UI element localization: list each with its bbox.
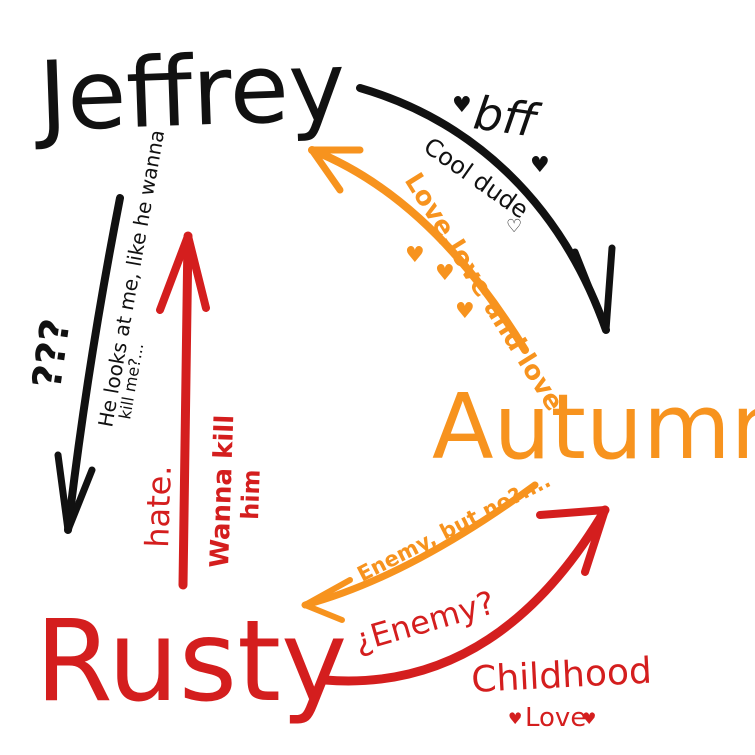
node-rusty: Rusty [35,597,347,727]
arrow-autumn-to-jeffrey [308,146,529,354]
label-hate: hate. [138,465,179,549]
arrow-jeffrey-to-autumn [356,84,616,334]
heart-icon: ♥ [530,153,550,178]
broken-heart-icon: ♥ [455,299,475,324]
label-enemy-but-no: Enemy, but no?.... [353,468,554,586]
label-wanna-kill: Wanna kill [205,414,240,568]
label-bff: bff [470,85,544,148]
broken-heart-icon: ♥ [405,243,425,268]
arrow-autumn-to-rusty [301,481,539,623]
label-childhood: Childhood [470,651,652,701]
node-jeffrey: Jeffrey [32,30,347,153]
arrow-rusty-to-jeffrey [156,231,210,590]
heart-icon: ♥ [508,709,522,728]
heart-icon: ♥ [582,709,596,728]
arrow-jeffrey-to-rusty [54,194,124,534]
heart-icon: ♥ [452,93,472,118]
label-question-marks: ??? [24,316,79,391]
heart-icon: ♡ [506,216,522,237]
broken-heart-icon: ♥ [435,261,455,286]
arrow-rusty-to-autumn [320,505,610,686]
label-love: Love [525,703,586,733]
label-him: him [236,469,266,520]
node-autumn: Autumn [432,375,755,480]
